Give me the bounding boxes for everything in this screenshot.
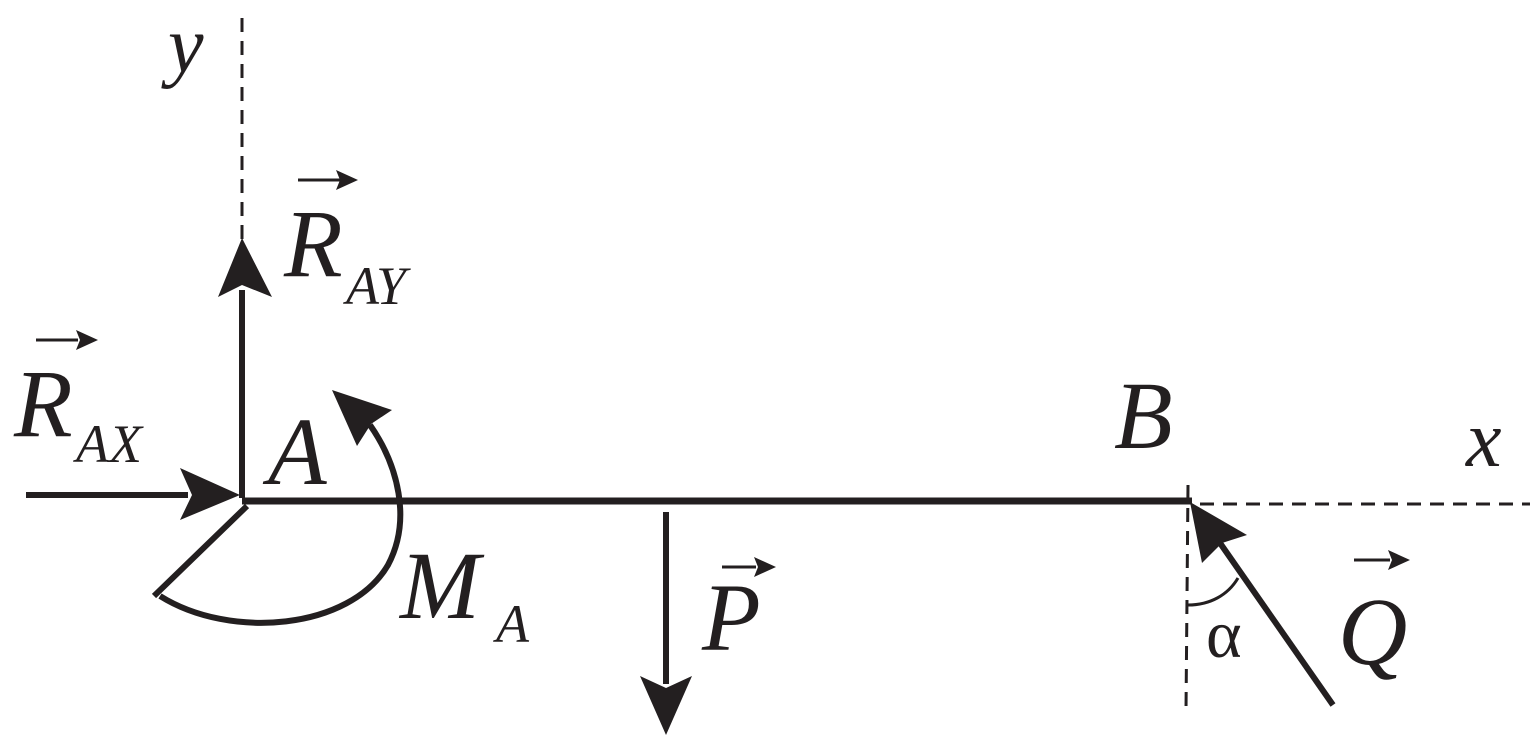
q-label: Q (1338, 578, 1407, 685)
m-a-label-main: M (398, 532, 485, 639)
y-axis-label: y (161, 2, 204, 90)
r-ax-label-sub: AX (73, 414, 144, 474)
support-diagonal (151, 503, 250, 599)
alpha-angle-arc (1187, 577, 1240, 607)
alpha-label: α (1206, 596, 1242, 672)
r-ay-arrow-head (218, 238, 272, 297)
point-a-label: A (262, 398, 327, 505)
q-arrow-shaft (1217, 541, 1336, 707)
p-vector-arrow (722, 557, 776, 577)
r-ax-label-main: R (13, 350, 73, 457)
m-a-label-sub: A (493, 594, 530, 654)
r-ay-label-sub: AY (343, 256, 411, 316)
moment-ma-arc (158, 423, 404, 626)
x-axis-label: x (1465, 396, 1502, 484)
r-ay-vector-arrow (298, 170, 358, 190)
q-vector-arrow (1354, 550, 1410, 570)
r-ay-label-main: R (283, 190, 343, 297)
r-ax-arrow-head (180, 468, 240, 520)
q-arrow-head (1190, 502, 1247, 563)
point-b-label: B (1114, 362, 1173, 469)
p-arrow-head (640, 676, 692, 735)
r-ax-vector-arrow (36, 330, 98, 350)
moment-ma-arrow-head (332, 390, 392, 446)
p-label: P (701, 564, 761, 671)
vertical-reference-at-b (1184, 484, 1190, 711)
